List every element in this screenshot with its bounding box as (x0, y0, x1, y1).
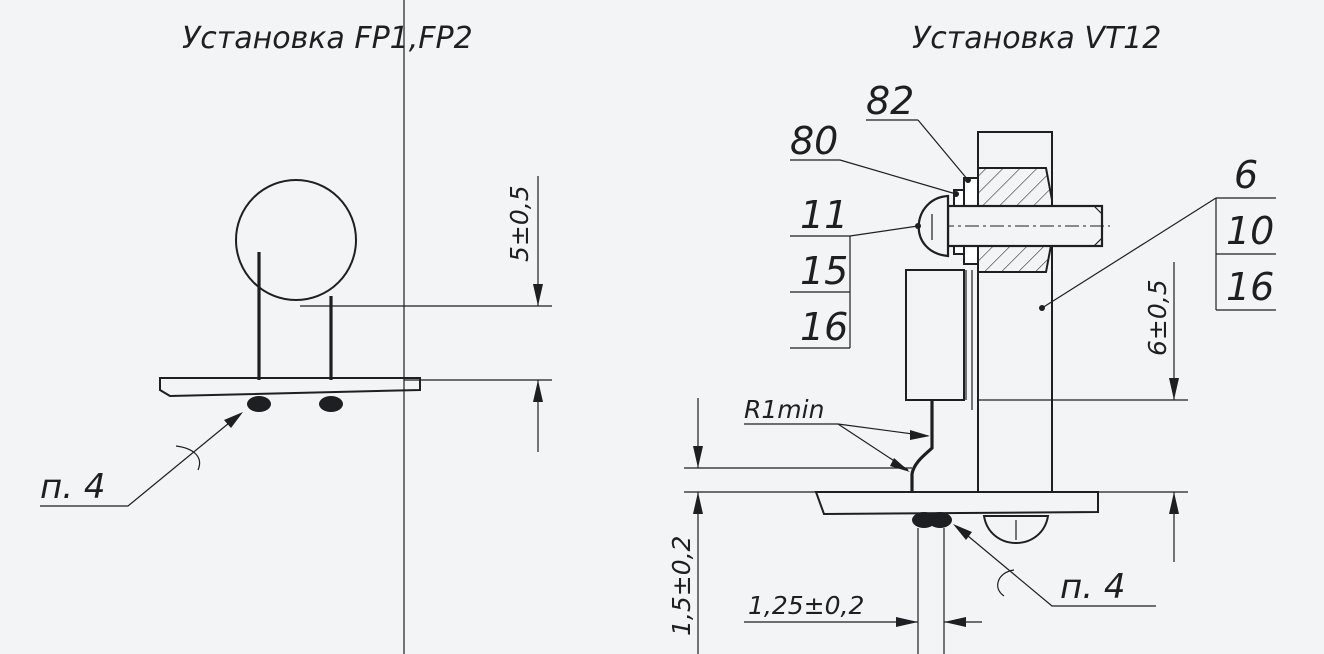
left-view: Установка FP1,FP2 5±0,5 п. 4 (40, 21, 552, 507)
pos-6-label: 6 (1234, 153, 1258, 197)
transistor-lead (910, 400, 934, 492)
right-height-dimension: 6±0,5 (1143, 279, 1172, 356)
pos-11-label: 11 (800, 193, 848, 237)
left-height-dimension: 5±0,5 (505, 185, 534, 262)
right-view: Установка VT12 82 (667, 21, 1276, 654)
right-view-title: Установка VT12 (912, 21, 1161, 56)
pos-82-label: 82 (866, 79, 914, 123)
pcb-board (159, 377, 421, 398)
solder-joint-right (319, 396, 343, 412)
pos-82-leader (917, 119, 969, 181)
solder-joint-left (247, 396, 271, 412)
pos-80-dot (953, 191, 959, 197)
pcb-board-right (814, 491, 1099, 516)
radius-arrow-b (890, 458, 910, 472)
screw-chamfer-bottom (1093, 237, 1103, 247)
note-leader-left (40, 413, 241, 507)
pos-82-dot (965, 177, 971, 183)
dim-arrow-width-left (944, 617, 966, 627)
dim-arrow-gap-up (693, 492, 703, 514)
leader-arrow-right (953, 524, 972, 540)
dim-arrow-6-down (1169, 378, 1179, 400)
pos-10-label: 10 (1226, 209, 1274, 253)
capacitor-body (235, 179, 357, 301)
gap-dimension: 1,5±0,2 (667, 536, 696, 636)
solder-joint-b (928, 512, 952, 528)
pos-80-label: 80 (790, 119, 838, 163)
pos-16-label: 16 (800, 305, 848, 349)
width-dimension: 1,25±0,2 (748, 591, 864, 620)
pos-80-leader (839, 159, 957, 195)
dim-arrow-gap-down (693, 446, 703, 468)
radius-arrow-a (910, 430, 930, 440)
leader-arrow-left (224, 412, 243, 428)
weld-mark-left (175, 445, 201, 471)
dim-arrow-6-up (1169, 492, 1179, 514)
note-leader-right (955, 525, 1156, 607)
right-note-ref: п. 4 (1060, 567, 1125, 607)
dimension-arrow-up (533, 380, 543, 402)
left-view-title: Установка FP1,FP2 (182, 21, 473, 56)
weld-mark-right (997, 569, 1015, 597)
dimension-arrow-down (533, 284, 543, 306)
pos-6-dot (1039, 305, 1045, 311)
pos-6-leader (1041, 197, 1217, 309)
screw-chamfer-top (1093, 205, 1103, 215)
pos-11-dot (915, 223, 921, 229)
left-note-ref: п. 4 (40, 467, 105, 507)
transistor-body (905, 269, 965, 401)
pos-16b-label: 16 (1226, 265, 1274, 309)
nut-head (917, 194, 950, 258)
dim-arrow-width-right (896, 617, 918, 627)
radius-label: R1min (744, 395, 824, 424)
pos-15-label: 15 (800, 249, 848, 293)
pos-11-leader (849, 225, 919, 237)
